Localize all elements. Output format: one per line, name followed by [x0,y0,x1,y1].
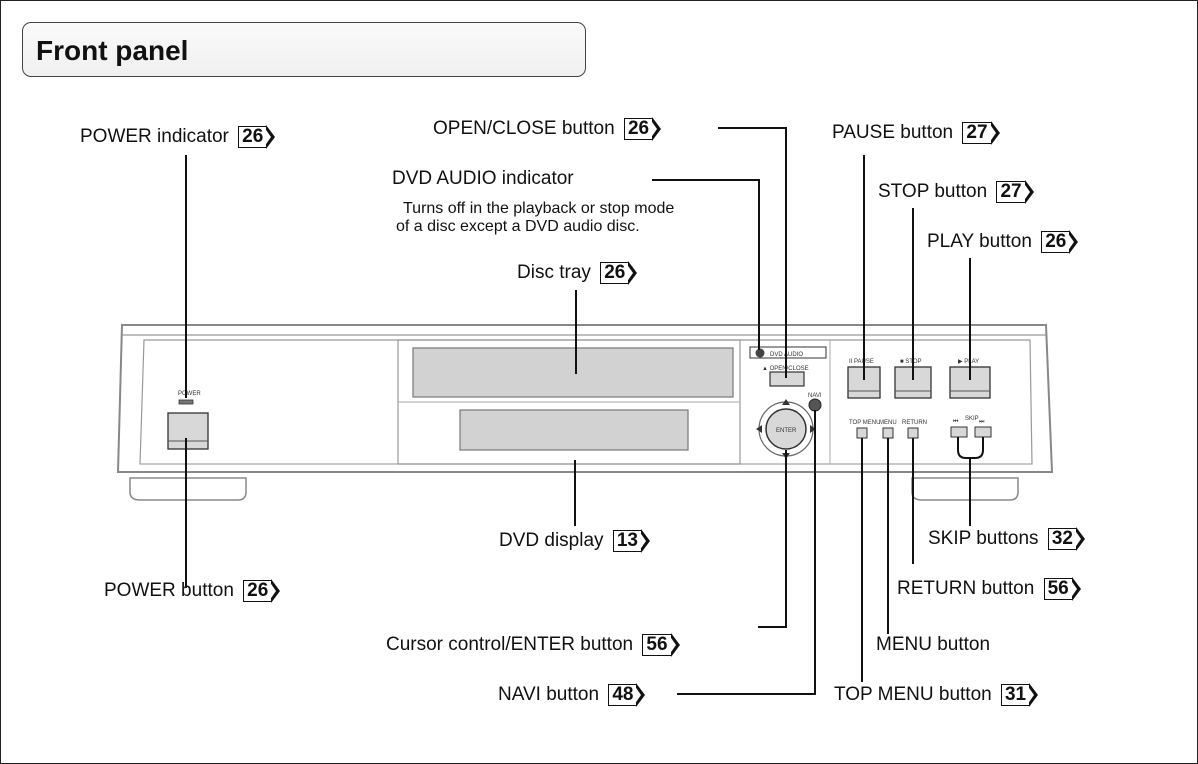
dvd-display-window [459,409,689,451]
power-switch[interactable] [167,412,209,450]
page-ref-arrow-icon [626,261,638,285]
page-title: Front panel [36,35,189,66]
page-ref-arrow-icon [668,633,680,657]
dvd-audio-led [755,348,765,358]
label-power-button: POWER button 26 [104,579,281,603]
skip-prev-switch[interactable] [950,426,968,438]
page-ref: 56 [642,633,680,657]
return-switch[interactable] [907,427,919,439]
panel-play-text: ▶ PLAY [958,359,979,365]
page-ref: 31 [1000,683,1039,707]
panel-skip-text: SKIP [965,416,979,422]
label-return: RETURN button 56 [897,577,1081,601]
page-ref-arrow-icon [1073,527,1085,551]
skip-prev-icon: ⏮ [953,419,959,425]
label-skip: SKIP buttons 32 [928,527,1085,551]
page-ref: 32 [1047,527,1085,551]
label-disc-tray: Disc tray 26 [517,261,638,285]
page-ref-arrow-icon [638,529,650,553]
disc-tray[interactable] [412,347,734,398]
page-ref: 26 [600,261,638,285]
cursor-up-icon[interactable] [782,399,790,405]
page-ref-arrow-icon [269,579,281,603]
panel-top-menu-text: TOP MENU [849,420,880,426]
label-top-menu: TOP MENU button 31 [834,683,1039,707]
title-box [22,22,586,77]
menu-switch[interactable] [882,427,894,439]
page-ref-arrow-icon [1022,180,1034,204]
right-foot [911,477,1019,501]
label-play: PLAY button 26 [927,230,1079,254]
panel-power-text: POWER [178,391,201,397]
label-pause: PAUSE button 27 [832,121,1000,145]
panel-return-text: RETURN [902,420,927,426]
page-ref: 26 [623,117,662,141]
label-navi: NAVI button 48 [498,683,646,707]
page-ref: 13 [612,529,650,553]
page-ref-arrow-icon [1027,683,1039,707]
panel-stop-text: ■ STOP [900,359,922,365]
page-ref-arrow-icon [650,117,662,141]
leader-lines [185,127,984,695]
skip-next-icon: ⏭ [979,419,985,425]
page-ref: 27 [996,180,1034,204]
navi-switch[interactable] [808,398,822,412]
page-ref: 48 [608,683,646,707]
label-power-indicator: POWER indicator 26 [80,125,276,149]
page-ref: 56 [1043,577,1081,601]
left-foot [129,477,247,501]
page-ref-arrow-icon [634,683,646,707]
panel-enter-text: ENTER [776,428,797,434]
cursor-right-icon[interactable] [810,425,816,433]
label-dvd-display: DVD display 13 [499,529,650,553]
page-ref: 26 [238,125,276,149]
enter-button[interactable] [765,408,807,450]
dvd-audio-note-line1: Turns off in the playback or stop mode [403,200,675,217]
label-open-close: OPEN/CLOSE button 26 [433,117,662,141]
dvd-audio-note-line2: of a disc except a DVD audio disc. [396,218,640,235]
panel-navi-text: NAVI [808,393,822,399]
page-ref-arrow-icon [1069,577,1081,601]
label-cursor-enter: Cursor control/ENTER button 56 [386,633,680,657]
panel-menu-text: MENU [879,420,897,426]
page-ref-arrow-icon [264,125,276,149]
skip-next-switch[interactable] [974,426,992,438]
label-dvd-audio-indicator: DVD AUDIO indicator [392,168,574,189]
top-menu-switch[interactable] [856,427,868,439]
page-ref-arrow-icon [988,121,1000,145]
panel-pause-text: II PAUSE [849,359,874,365]
player-body [116,324,1054,473]
page-ref: 26 [243,579,281,603]
page-ref: 27 [962,121,1000,145]
power-indicator-led [178,399,194,405]
page-ref: 26 [1041,230,1079,254]
page-ref-arrow-icon [1067,230,1079,254]
cursor-left-icon[interactable] [756,425,762,433]
label-menu: MENU button [876,634,991,655]
label-stop: STOP button 27 [878,180,1034,204]
